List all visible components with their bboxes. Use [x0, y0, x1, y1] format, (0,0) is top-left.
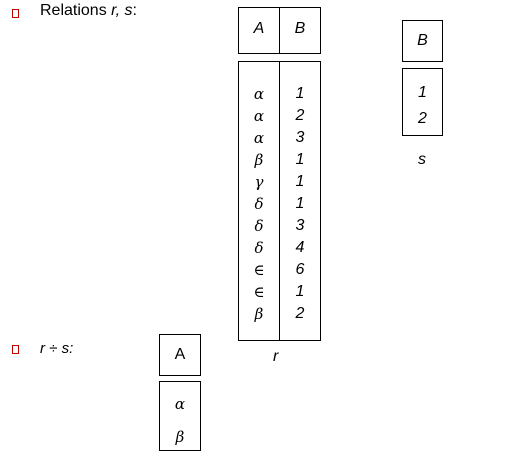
r-cell-A: δ	[254, 239, 264, 257]
heading-prefix: Relations	[40, 2, 112, 19]
heading-r: r,	[111, 2, 121, 19]
r-column-A: α α α β γ δ δ δ ∈ ∈ β	[239, 83, 279, 325]
r-cell-A: ∈	[253, 261, 265, 279]
r-cell-B: 2	[295, 107, 305, 124]
s-header-B: B	[417, 32, 428, 49]
r-cell-B: 1	[295, 195, 305, 212]
r-cell-B: 2	[295, 305, 305, 322]
result-cell-A: β	[175, 428, 185, 446]
s-cell-B: 1	[418, 84, 427, 101]
r-cell-A: δ	[254, 217, 264, 235]
r-header-B: B	[294, 20, 306, 37]
bullet-icon	[12, 345, 19, 354]
r-cell-B: 1	[295, 283, 305, 300]
s-column-B: 1 2	[403, 77, 442, 130]
r-cell-A: δ	[254, 195, 264, 213]
s-body-box: 1 2	[402, 68, 443, 136]
r-cell-A: β	[254, 151, 264, 169]
result-body-box: α β	[159, 381, 201, 451]
heading-division: r ÷ s:	[40, 340, 74, 357]
r-cell-A: α	[253, 107, 265, 125]
heading-suffix: :	[132, 2, 137, 19]
bullet-icon	[12, 9, 19, 18]
result-header-A: A	[174, 346, 186, 363]
r-header-divider	[279, 8, 280, 53]
r-cell-B: 1	[295, 85, 305, 102]
r-cell-A: α	[253, 129, 265, 147]
r-cell-B: 1	[295, 151, 305, 168]
result-cell-A: α	[174, 395, 186, 413]
s-cell-B: 2	[418, 110, 427, 127]
heading-s: s	[120, 2, 133, 19]
r-cell-B: 3	[295, 129, 305, 146]
r-column-B: 1 2 3 1 1 1 3 4 6 1 2	[280, 83, 320, 325]
r-cell-B: 1	[295, 173, 305, 190]
r-body-divider	[279, 62, 280, 340]
r-cell-A: γ	[254, 173, 264, 191]
r-body-box: α α α β γ δ δ δ ∈ ∈ β 1 2 3 1 1 1 3 4 6 …	[238, 61, 321, 341]
s-header-box: B	[402, 20, 443, 62]
r-header-box: A B	[238, 7, 321, 54]
r-cell-A: β	[254, 305, 264, 323]
r-cell-A: α	[253, 85, 265, 103]
r-header-A: A	[253, 20, 265, 37]
r-cell-B: 4	[295, 239, 305, 256]
r-caption: r	[273, 348, 279, 365]
result-column-A: α β	[160, 393, 200, 448]
r-cell-A: ∈	[253, 283, 265, 301]
r-cell-B: 3	[295, 217, 305, 234]
result-header-box: A	[159, 334, 201, 376]
r-cell-B: 6	[295, 261, 305, 278]
heading-relations: Relations r, s:	[40, 2, 137, 20]
s-caption: s	[418, 151, 426, 168]
